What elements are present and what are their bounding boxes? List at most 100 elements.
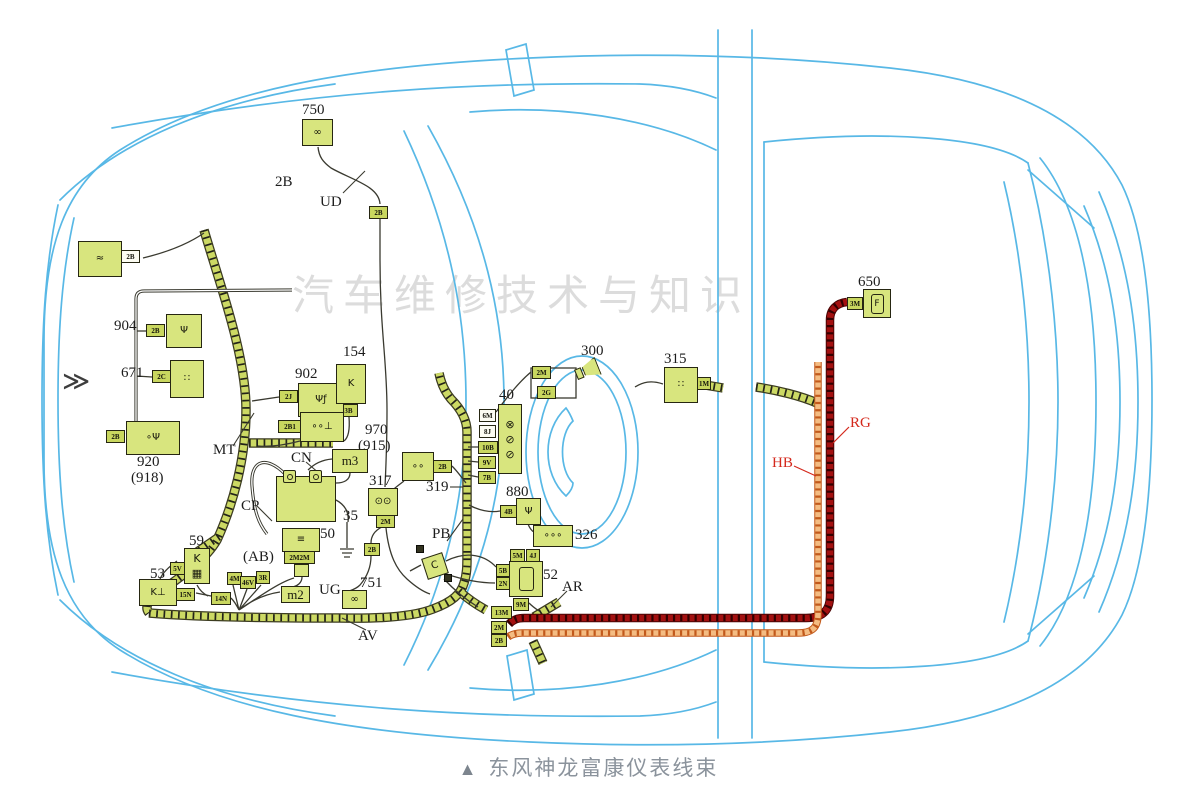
wire-label-HB: HB (772, 455, 793, 471)
wire-label-CP: CP (241, 498, 260, 514)
battery-terminal (283, 470, 296, 483)
40-icon: ⊗⊘⊘ (505, 417, 515, 461)
59-icon: K▦ (191, 552, 203, 580)
wire-label-902: 902 (295, 366, 318, 382)
317-icon: ⊙⊙ (374, 496, 392, 507)
751-icon: ∞ (350, 593, 359, 605)
wire-label-300: 300 (581, 343, 604, 359)
970-2B1-icon: ∘∘⊥ (311, 421, 333, 432)
connector-53: K⊥ (139, 579, 177, 606)
wire-label-918: (918) (131, 470, 164, 486)
connector-671: ∷ (170, 360, 204, 398)
roof-bottom (763, 640, 1029, 669)
connector-tag-2N: 2N (496, 577, 510, 590)
750-icon: ∞ (313, 126, 322, 138)
rear-window-outer (1027, 162, 1059, 642)
c-pillar-bottom (1027, 575, 1095, 635)
front-corner-bottom (59, 599, 336, 717)
connector-tag-5V: 5V (170, 562, 185, 575)
connector-315: ∷ (664, 367, 698, 403)
wire-label-317: 317 (369, 473, 392, 489)
caption: ▲东风神龙富康仪表线束 (0, 752, 1177, 782)
connector-970-2B1: ∘∘⊥ (300, 412, 344, 442)
front-corner-top (59, 83, 336, 201)
wire-label-UG: UG (319, 582, 341, 598)
connector-326: ∘∘∘ (533, 525, 573, 547)
wire-label-154: 154 (343, 344, 366, 360)
connector-tag-15N: 15N (176, 588, 195, 601)
rear-bumper-arc-2 (1083, 205, 1121, 599)
mirror-top (505, 42, 535, 98)
wire-label-671: 671 (121, 365, 144, 381)
wire-label-750: 750 (302, 102, 325, 118)
connector-tag-2J: 2J (279, 390, 298, 403)
caption-marker: ▲ (458, 759, 479, 779)
c-pillar-top (1027, 169, 1095, 229)
connector-tag-2G: 2G (537, 386, 556, 399)
connector-tag-2B: 2B (106, 430, 125, 443)
connector-tag-3R: 3R (256, 571, 270, 584)
connector-tag-2B: 2B (369, 206, 388, 219)
connector-tag-7B: 7B (478, 471, 496, 484)
connector-tag-5B: 5B (496, 564, 510, 577)
door-line-top (111, 82, 717, 129)
connector-m2: m2 (281, 586, 310, 603)
wire-label-315: 315 (664, 351, 687, 367)
wire-label-UD: UD (320, 194, 342, 210)
wire-label-880: 880 (506, 484, 529, 500)
wire-label-MT: MT (213, 442, 236, 458)
wire-label-650: 650 (858, 274, 881, 290)
connector-cp-lines: ≡ (282, 528, 320, 552)
connector-tag-2M: 2M (491, 621, 507, 634)
direction-chevrons: ≫ (62, 366, 91, 397)
connector-52 (509, 561, 543, 597)
connector-tag-4J: 4J (526, 549, 540, 562)
wire-label-AB: (AB) (243, 549, 274, 565)
car-body (43, 54, 1153, 746)
wire-label-RG: RG (850, 415, 871, 431)
920-icon: ∘Ψ (145, 432, 161, 443)
connector-tag-2M: 2M (532, 366, 551, 379)
connector-tag-3M: 3M (847, 297, 863, 310)
wire-label-751: 751 (360, 575, 383, 591)
connector-tag-10B: 10B (478, 441, 498, 454)
connector-tag-4B: 4B (500, 505, 517, 518)
cowl-line (403, 130, 467, 666)
904-icon: Ψ (180, 325, 188, 336)
connector-tag-14N: 14N (211, 592, 231, 605)
wire-label-AV: AV (358, 628, 378, 644)
connector-tag-4M: 4M (227, 572, 242, 585)
connector-880: Ψ (516, 498, 541, 525)
connector-tag-2B: 2B (121, 250, 140, 263)
671-icon: ∷ (183, 373, 191, 384)
leader-lines (232, 170, 568, 631)
connector-751: ∞ (342, 590, 367, 609)
wire-label-35: 35 (343, 508, 358, 524)
wire-label-50: 50 (320, 526, 335, 542)
326-icon: ∘∘∘ (543, 530, 563, 541)
battery-terminal (309, 470, 322, 483)
connector-C-pin2 (444, 574, 452, 582)
connector-tag-2M2M: 2M2M (284, 551, 315, 564)
connector-cp-stub (294, 564, 309, 577)
connector-tag-6M: 6M (479, 409, 496, 422)
wire-label-2B: 2B (275, 174, 293, 190)
connector-tag-2B: 2B (146, 324, 165, 337)
front-bumper-arc-1 (41, 204, 59, 596)
319-icon: ∘∘ (411, 460, 425, 472)
connector-317: ⊙⊙ (368, 488, 398, 516)
watermark-text: 汽车维修技术与知识 (292, 272, 752, 319)
connector-tag-2B: 2B (433, 460, 452, 473)
steering-wheel-hub (547, 406, 575, 498)
connector-40: ⊗⊘⊘ (498, 404, 522, 474)
connector-tag-2B: 2B (364, 543, 380, 556)
C-icon: C (429, 559, 440, 572)
wire-label-970: 970 (365, 422, 388, 438)
steering-wheel-outer (525, 355, 639, 549)
connector-C-pin1 (416, 545, 424, 553)
connector-tag-2B: 2B (491, 634, 507, 647)
connector-650: F (863, 289, 891, 318)
connector-tag-2M: 2M (376, 515, 395, 528)
